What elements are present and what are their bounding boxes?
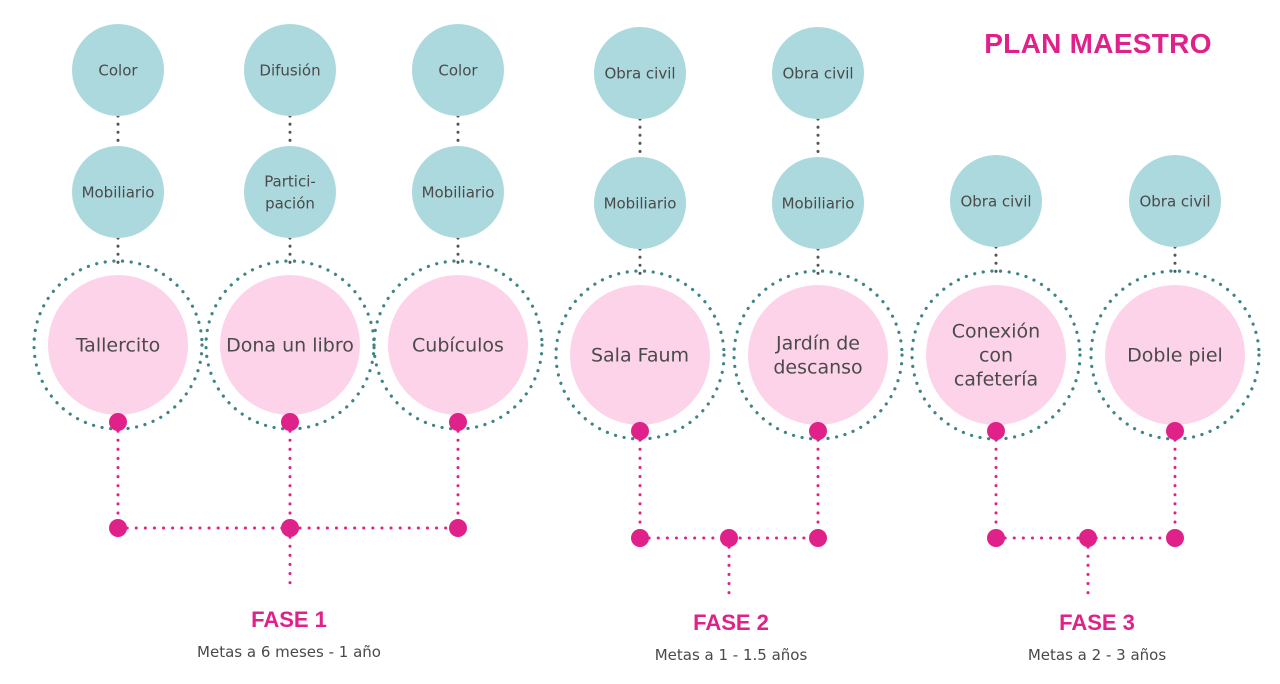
- project-node-3: [631, 422, 649, 440]
- aspect-circle-mid-2: [412, 146, 504, 238]
- project-label-6: Doble piel: [1127, 345, 1223, 367]
- aspect-label-mid-1: Partici-pación: [264, 172, 316, 212]
- aspect-circle-mid-0: [72, 146, 164, 238]
- aspect-circle-top-1: [244, 24, 336, 116]
- project-circle-4: [748, 285, 888, 425]
- project-circle-1: [220, 275, 360, 415]
- phase-3-block: FASE 3 Metas a 2 - 3 años: [947, 610, 1247, 665]
- project-node-4: [809, 422, 827, 440]
- aspect-circle-mid-3: [594, 157, 686, 249]
- phase-node-5: [987, 529, 1005, 547]
- project-node-5: [987, 422, 1005, 440]
- phase-2-title: FASE 2: [693, 610, 769, 635]
- phase-3-center-node: [1079, 529, 1097, 547]
- project-label-0: Tallercito: [75, 335, 161, 357]
- aspect-circle-mid-1: [244, 146, 336, 238]
- aspect-label-mid-3: Mobiliario: [604, 194, 677, 212]
- phase-node-4: [809, 529, 827, 547]
- aspect-circle-top-2: [412, 24, 504, 116]
- aspect-label-mid-5: Obra civil: [960, 192, 1031, 210]
- project-circle-5: [926, 285, 1066, 425]
- aspect-label-top-4: Obra civil: [782, 64, 853, 82]
- aspect-label-mid-6: Obra civil: [1139, 192, 1210, 210]
- project-circle-3: [570, 285, 710, 425]
- project-circle-0: [48, 275, 188, 415]
- project-node-2: [449, 413, 467, 431]
- project-node-1: [281, 413, 299, 431]
- phase-node-1: [281, 519, 299, 537]
- phase-3-subtitle: Metas a 2 - 3 años: [1027, 646, 1167, 664]
- aspect-circle-mid-5: [950, 155, 1042, 247]
- phase-node-2: [449, 519, 467, 537]
- aspect-circle-mid-6: [1129, 155, 1221, 247]
- phase-node-0: [109, 519, 127, 537]
- phase-1-subtitle: Metas a 6 meses - 1 año: [197, 643, 381, 661]
- phase-node-3: [631, 529, 649, 547]
- project-circle-6: [1105, 285, 1245, 425]
- aspect-label-mid-0: Mobiliario: [82, 183, 155, 201]
- phase-2-block: FASE 2 Metas a 1 - 1.5 años: [581, 610, 881, 665]
- aspect-circle-mid-4: [772, 157, 864, 249]
- project-label-3: Sala Faum: [591, 345, 689, 367]
- plan-title: PLAN MAESTRO: [984, 28, 1212, 59]
- aspect-label-top-2: Color: [438, 61, 478, 79]
- aspect-label-top-0: Color: [98, 61, 138, 79]
- phase-2-subtitle: Metas a 1 - 1.5 años: [654, 646, 808, 664]
- aspect-label-top-1: Difusión: [259, 61, 320, 79]
- aspect-label-top-3: Obra civil: [604, 64, 675, 82]
- phase-1-title: FASE 1: [251, 607, 327, 632]
- phase-2-center-node: [720, 529, 738, 547]
- aspect-circle-top-4: [772, 27, 864, 119]
- aspect-label-mid-2: Mobiliario: [422, 183, 495, 201]
- project-circle-2: [388, 275, 528, 415]
- phase-3-title: FASE 3: [1059, 610, 1135, 635]
- project-label-2: Cubículos: [412, 335, 504, 357]
- aspect-circle-top-3: [594, 27, 686, 119]
- aspect-label-mid-4: Mobiliario: [782, 194, 855, 212]
- aspect-circle-top-0: [72, 24, 164, 116]
- project-node-6: [1166, 422, 1184, 440]
- project-label-1: Dona un libro: [226, 335, 354, 357]
- phase-node-6: [1166, 529, 1184, 547]
- phase-1-block: FASE 1 Metas a 6 meses - 1 año: [139, 607, 439, 662]
- project-node-0: [109, 413, 127, 431]
